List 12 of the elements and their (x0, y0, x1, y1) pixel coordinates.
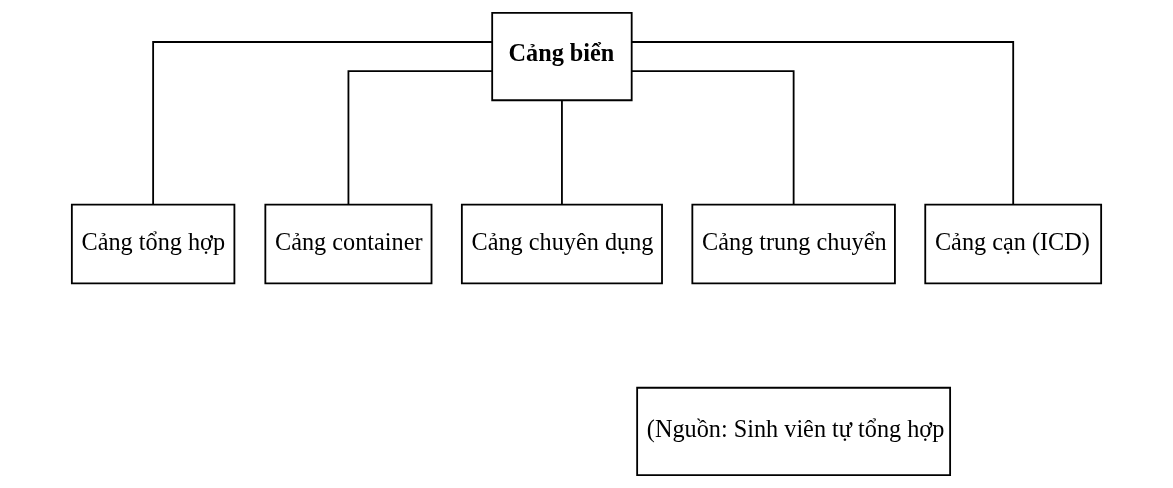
connector (152, 41, 494, 205)
connector (630, 70, 795, 206)
node-box: Cảng tổng hợp (70, 203, 236, 285)
connector (347, 70, 493, 206)
node-box: Cảng biển (491, 12, 633, 102)
node-box: Cảng cạn (ICD) (924, 203, 1103, 285)
connector (631, 41, 1015, 205)
connector (561, 99, 563, 206)
node-box: Cảng chuyên dụng (460, 203, 663, 285)
node-box: Cảng trung chuyển (691, 203, 896, 285)
node-box: Cảng container (264, 203, 433, 285)
node-box: (Nguồn: Sinh viên tự tổng hợp (636, 386, 952, 476)
